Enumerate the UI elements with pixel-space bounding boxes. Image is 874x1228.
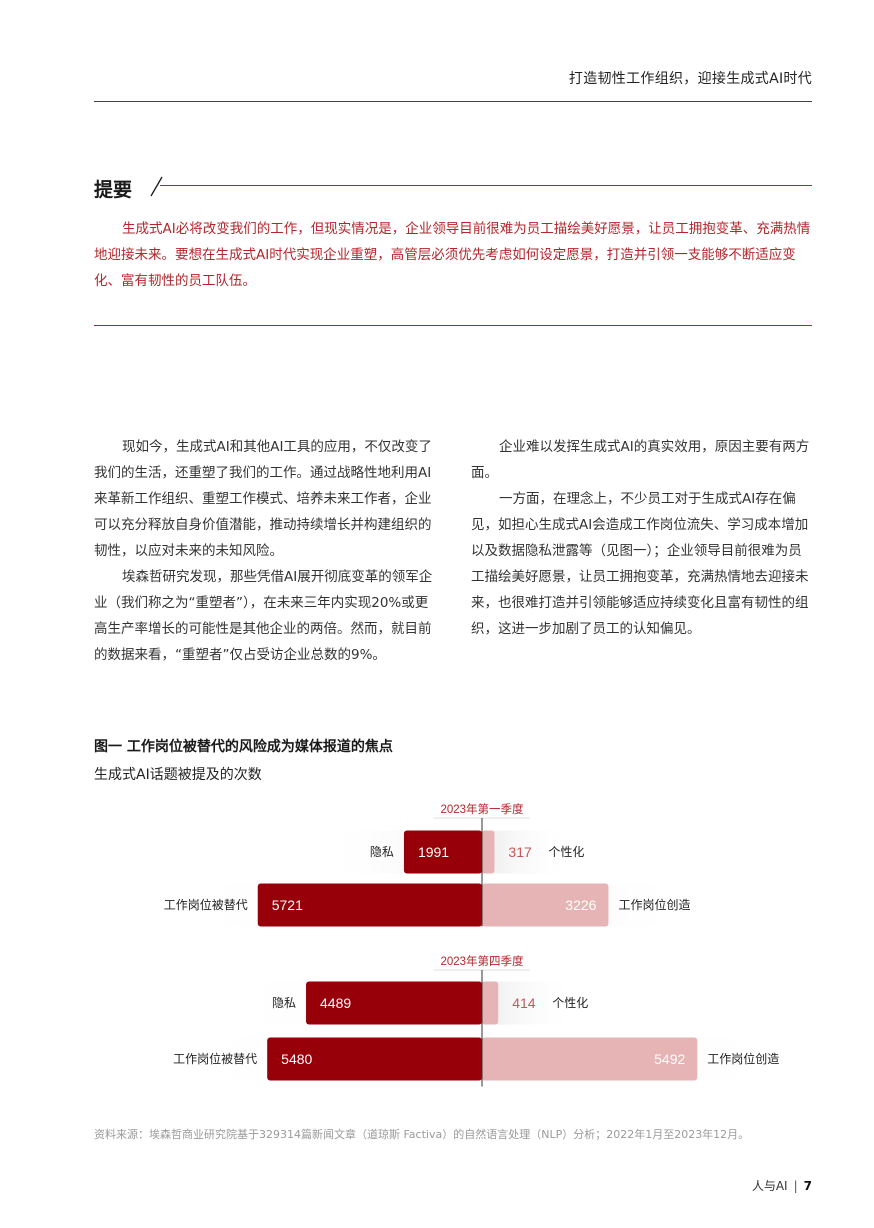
bar-left <box>306 981 482 1025</box>
figure-title: 图一 工作岗位被替代的风险成为媒体报道的焦点 <box>94 739 393 755</box>
page-number: 7 <box>803 1179 812 1193</box>
bar-right <box>482 830 495 874</box>
bar-left-value: 1991 <box>418 844 449 860</box>
header-rule <box>94 101 812 102</box>
slash-decoration <box>150 176 163 197</box>
body-paragraph: 埃森哲研究发现，那些凭借AI展开彻底变革的领军企业（我们称之为“重塑者”），在未… <box>94 569 433 663</box>
source-note: 资料来源：埃森哲商业研究院基于329314篇新闻文章（道琼斯 Factiva）的… <box>94 1128 750 1141</box>
page-footer: 人与AI | 7 <box>752 1177 812 1194</box>
abstract-heading: 提要 <box>94 179 133 201</box>
bar-right <box>482 981 499 1025</box>
bar-left-category-label: 工作岗位被替代 <box>173 1051 257 1066</box>
body-column-left: 现如今，生成式AI和其他AI工具的应用，不仅改变了我们的生活，还重塑了我们的工作… <box>94 434 436 668</box>
bar-right-category-label: 工作岗位创造 <box>707 1051 779 1066</box>
bar-left-value: 5721 <box>272 897 303 913</box>
bar-right-category-label: 个性化 <box>548 845 584 859</box>
abstract-rule-top <box>160 185 812 186</box>
body-column-right: 企业难以发挥生成式AI的真实效用，原因主要有两方面。 一方面，在理念上，不少员工… <box>471 434 813 642</box>
footer-section: 人与AI <box>751 1179 788 1193</box>
body-paragraph: 企业难以发挥生成式AI的真实效用，原因主要有两方面。 <box>471 439 810 481</box>
bar-right-value: 317 <box>508 844 532 860</box>
abstract-text: 生成式AI必将改变我们的工作，但现实情况是，企业领导目前很难为员工描绘美好愿景，… <box>94 221 811 289</box>
bar-right <box>482 1037 698 1081</box>
panel-label: 2023年第四季度 <box>440 954 524 968</box>
abstract-rule-bottom <box>94 325 812 326</box>
bar-left <box>267 1037 482 1081</box>
bar-left-category-label: 隐私 <box>370 845 394 859</box>
running-header: 打造韧性工作组织，迎接生成式AI时代 <box>568 71 812 87</box>
bar-right-category-label: 工作岗位创造 <box>618 897 690 912</box>
bar-left <box>403 830 482 874</box>
bar-right <box>482 883 609 927</box>
body-paragraph: 现如今，生成式AI和其他AI工具的应用，不仅改变了我们的生活，还重塑了我们的工作… <box>94 439 432 559</box>
panel-label: 2023年第一季度 <box>440 802 524 816</box>
footer-separator: | <box>793 1179 798 1193</box>
bar-right-value: 414 <box>512 995 536 1011</box>
bar-left-value: 4489 <box>320 995 351 1011</box>
bar-right-value: 5492 <box>654 1051 685 1067</box>
row-background-right <box>482 830 573 874</box>
figure-subtitle: 生成式AI话题被提及的次数 <box>94 767 262 783</box>
bar-right-value: 3226 <box>565 897 596 913</box>
body-paragraph: 一方面，在理念上，不少员工对于生成式AI存在偏见，如担心生成式AI会造成工作岗位… <box>471 491 809 637</box>
bar-left-value: 5480 <box>281 1051 312 1067</box>
bar-left-category-label: 工作岗位被替代 <box>164 897 248 912</box>
bar-left <box>257 883 482 927</box>
bar-left-category-label: 隐私 <box>272 996 296 1010</box>
bar-right-category-label: 个性化 <box>552 996 588 1010</box>
